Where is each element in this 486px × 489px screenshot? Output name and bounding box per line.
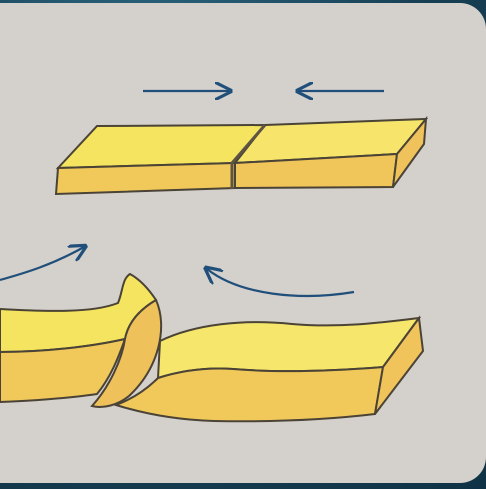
- inward-curve-arrow-icon: [207, 269, 355, 298]
- flat-rock-layer: [54, 115, 429, 196]
- geology-fold-diagram: [0, 3, 429, 423]
- upward-curve-arrow-icon: [0, 247, 84, 282]
- folding-arrows-icon: [0, 247, 355, 298]
- folded-rock-layer: [0, 272, 425, 423]
- diagram-panel: [0, 3, 486, 483]
